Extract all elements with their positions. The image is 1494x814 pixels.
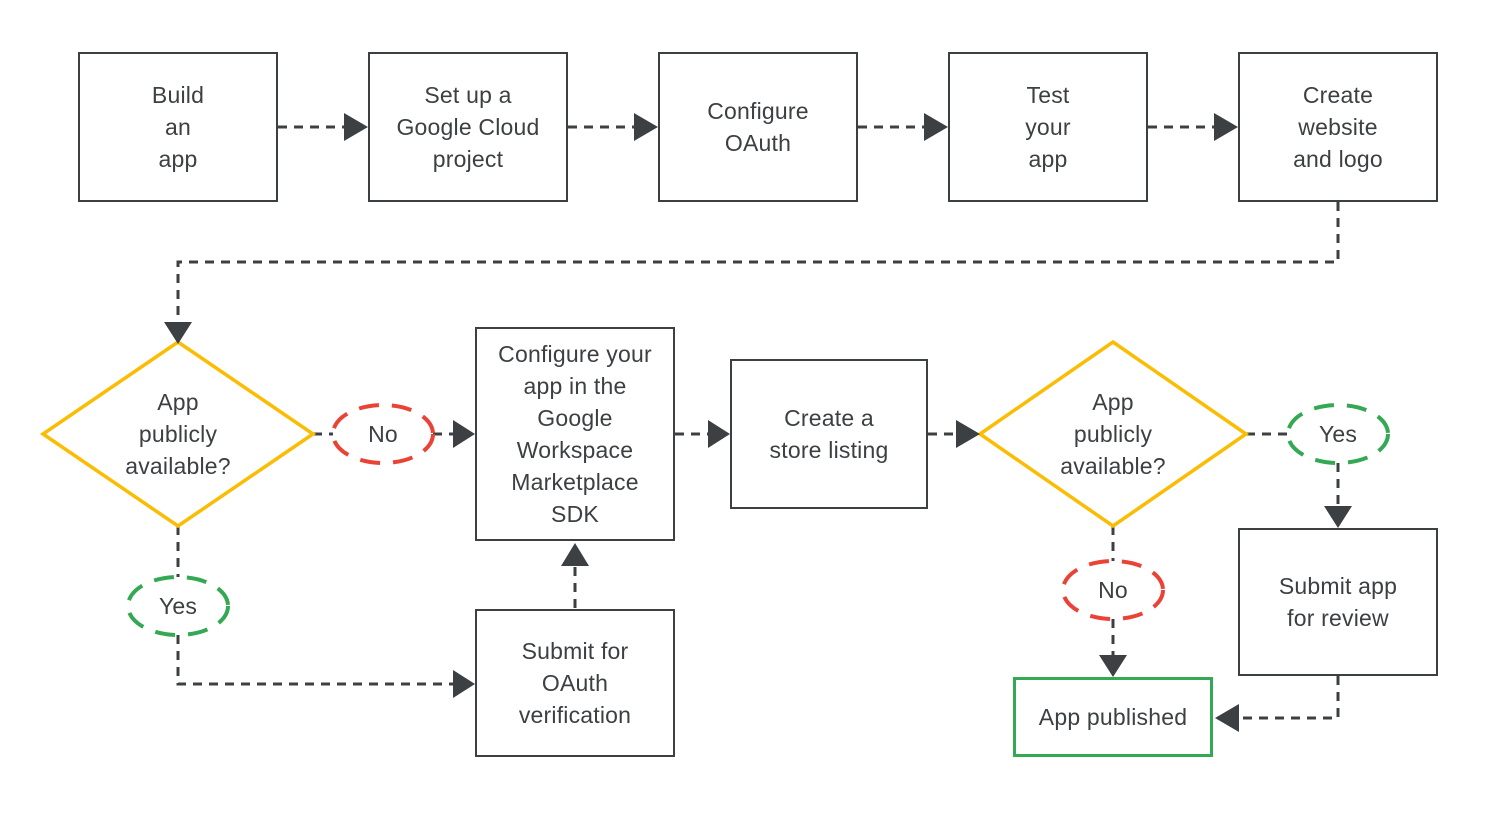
node-setup-project: Set up a Google Cloud project (368, 52, 568, 202)
arrowhead-into-website (1214, 113, 1238, 141)
arrowhead-into-sdk (453, 420, 475, 448)
connector-review-to-published (1239, 676, 1340, 720)
edge-label-no-1: No (368, 421, 398, 447)
arrowhead-into-store (708, 420, 730, 448)
arrowhead-into-review (1324, 506, 1352, 528)
edge-label-yes-1: Yes (158, 593, 198, 619)
arrowhead-into-sdk-bottom (561, 543, 589, 566)
node-submit-oauth-verification: Submit for OAuth verification (475, 609, 675, 757)
arrowhead-into-setup (344, 113, 368, 141)
node-submit-review: Submit app for review (1238, 528, 1438, 676)
edge-label-yes-2: Yes (1318, 421, 1358, 447)
arrowhead-into-published-right (1215, 704, 1239, 732)
no2-oval-shape (1061, 559, 1165, 621)
yes2-oval-shape (1286, 403, 1390, 465)
node-configure-oauth: Configure OAuth (658, 52, 858, 202)
node-test-app: Test your app (948, 52, 1148, 202)
decision1-diamond-shape (39, 339, 317, 529)
node-configure-sdk: Configure your app in the Google Workspa… (475, 327, 675, 541)
arrowhead-into-decision2 (956, 420, 980, 448)
node-store-listing: Create a store listing (730, 359, 928, 509)
arrowhead-into-decision1 (164, 322, 192, 344)
arrowhead-into-published-top (1099, 655, 1127, 677)
arrowhead-into-configure-oauth (634, 113, 658, 141)
arrowhead-into-oauth-verification (453, 670, 475, 698)
decision2-label: App publicly available? (1060, 389, 1166, 479)
yes1-oval-shape (126, 575, 230, 637)
decision1-label: App publicly available? (125, 389, 231, 479)
no1-oval-shape (331, 403, 435, 465)
node-build-app: Build an app (78, 52, 278, 202)
edge-label-no-2: No (1098, 577, 1128, 603)
node-app-published: App published (1013, 677, 1213, 757)
connector-yes1-to-oauth-verification (176, 635, 455, 686)
node-create-website: Create website and logo (1238, 52, 1438, 202)
decision2-diamond-shape (976, 339, 1250, 529)
connector-website-to-decision1 (176, 202, 1340, 326)
arrowhead-into-test (924, 113, 948, 141)
